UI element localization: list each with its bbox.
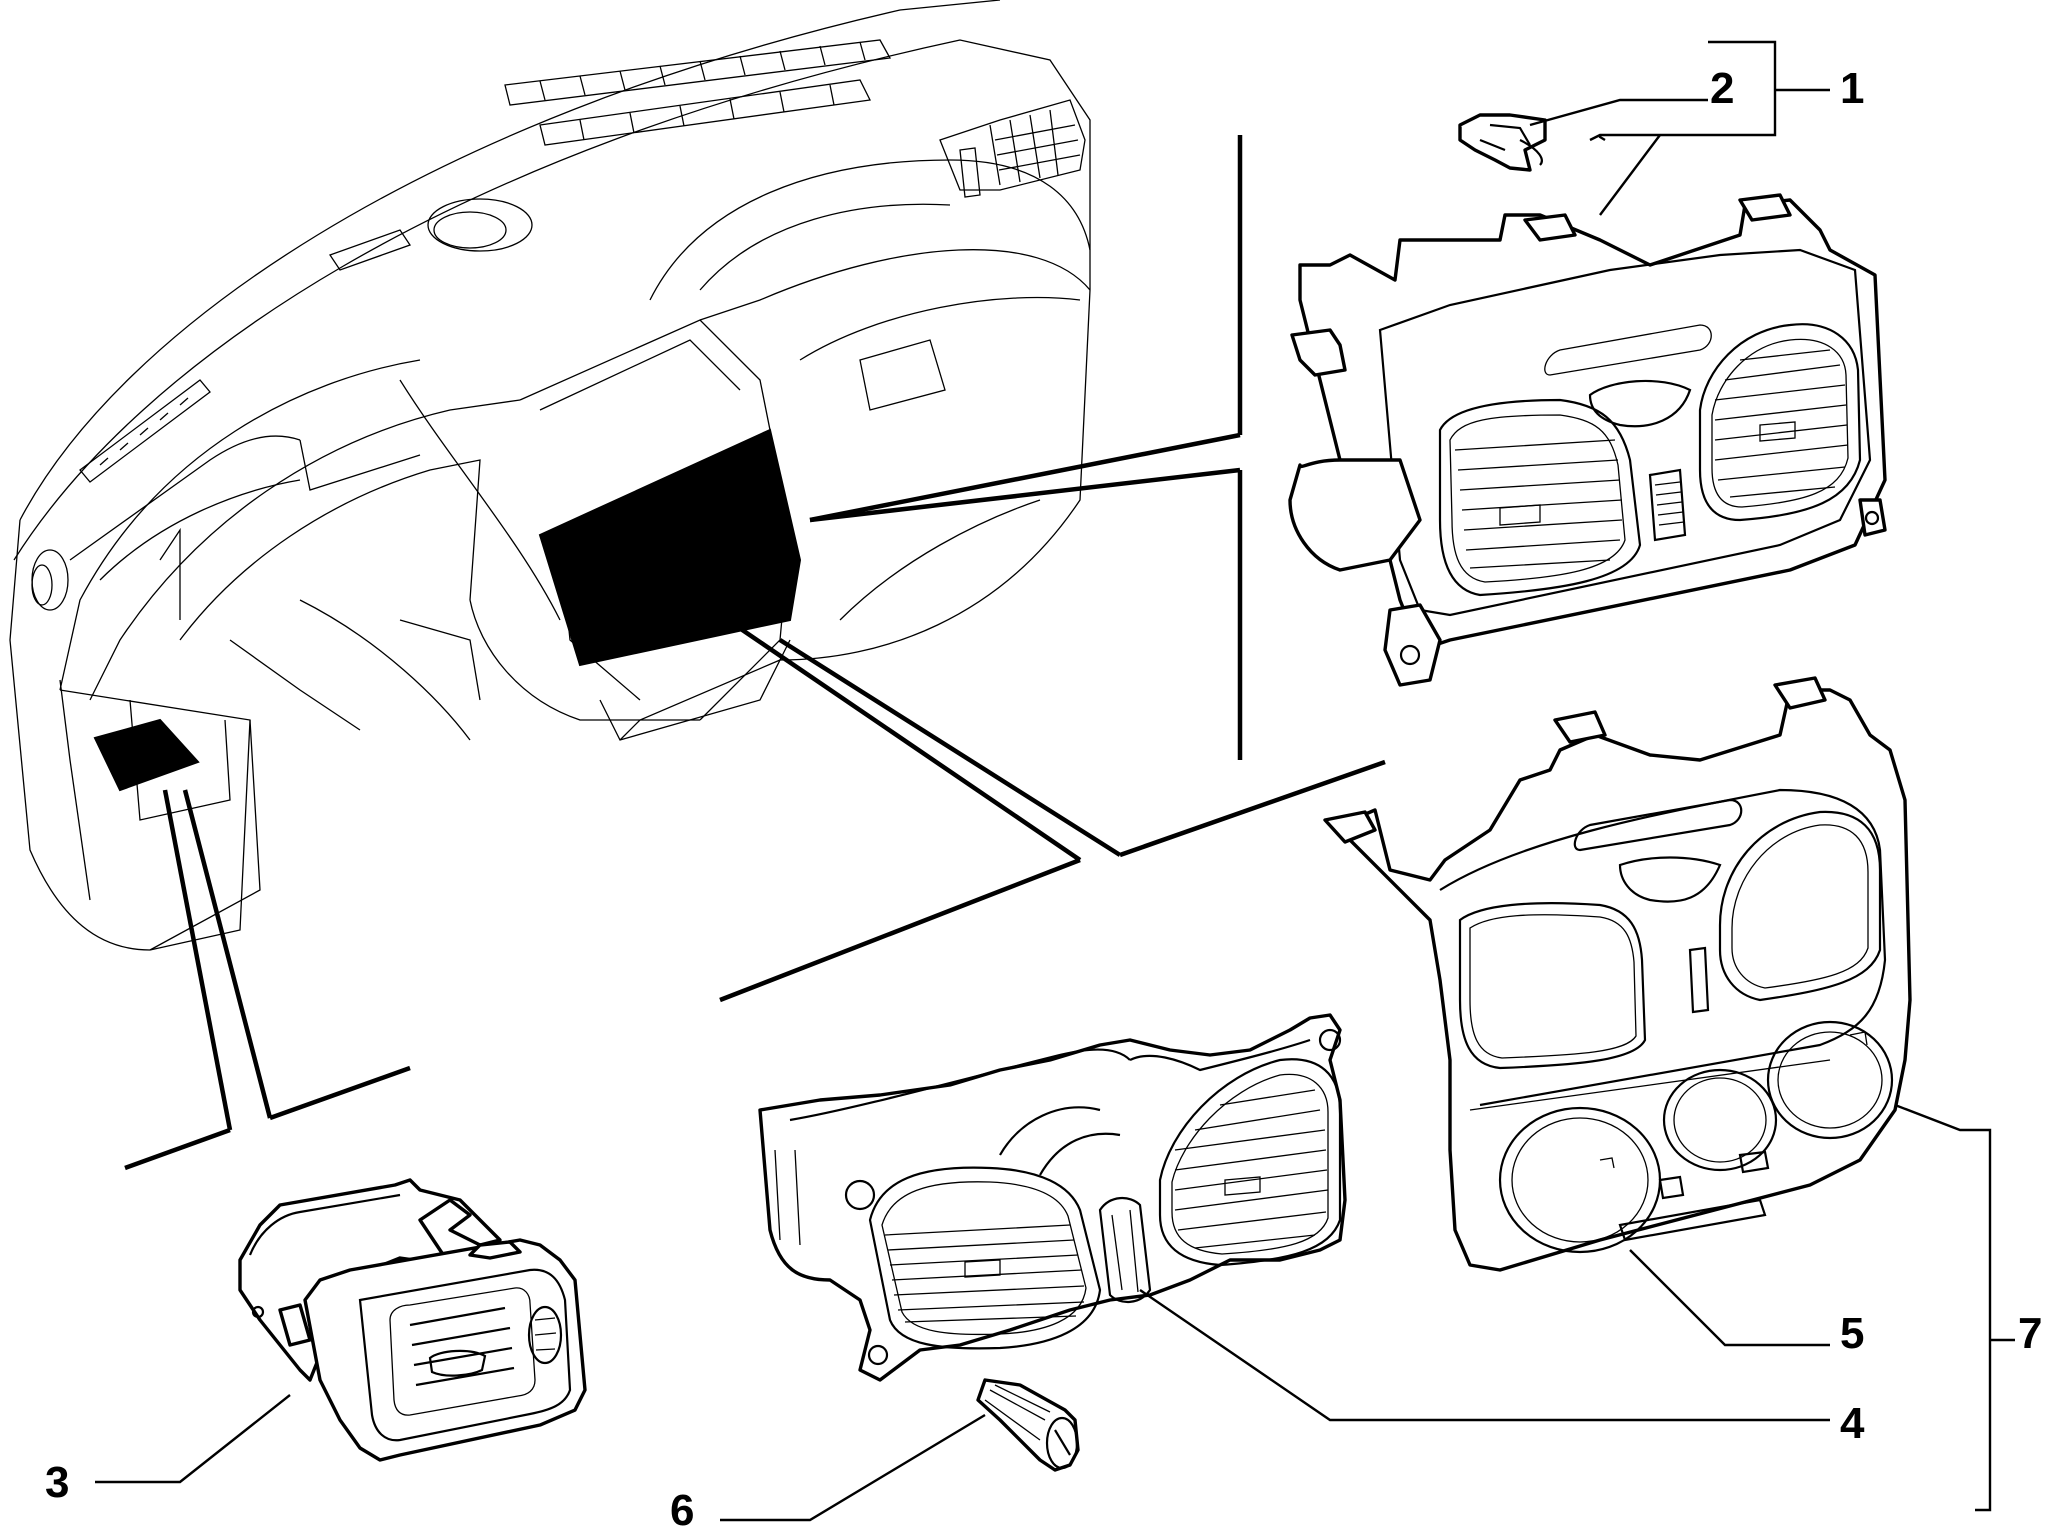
part-center-vent-assembly xyxy=(1288,193,1887,687)
guide-lines xyxy=(124,135,1386,1171)
dashboard-highlight-regions xyxy=(93,428,802,792)
part-trim-panel xyxy=(1323,676,1912,1272)
callout-4: 4 xyxy=(1840,1399,1865,1448)
part-screw xyxy=(976,1378,1080,1472)
part-clip xyxy=(1458,113,1547,172)
callout-6: 6 xyxy=(670,1486,694,1528)
part-dual-vent-duct xyxy=(758,1013,1347,1382)
duct-left-vent xyxy=(868,1166,1102,1350)
side-vent-location-marker xyxy=(93,718,200,792)
part-side-vent xyxy=(238,1178,587,1462)
callout-3: 3 xyxy=(45,1458,69,1507)
callout-labels: 1 2 3 4 5 6 7 xyxy=(45,64,2042,1528)
center-vent-location-marker xyxy=(538,428,802,667)
leader-lines xyxy=(95,40,2015,1522)
duct-right-vent xyxy=(1158,1058,1342,1267)
center-left-vent xyxy=(1438,398,1642,597)
callout-1: 1 xyxy=(1840,64,1864,113)
callout-5: 5 xyxy=(1840,1309,1864,1358)
dashboard-outline xyxy=(9,0,1091,951)
callout-7: 7 xyxy=(2018,1309,2042,1358)
callout-2: 2 xyxy=(1710,64,1734,113)
center-right-vent xyxy=(1698,323,1862,522)
